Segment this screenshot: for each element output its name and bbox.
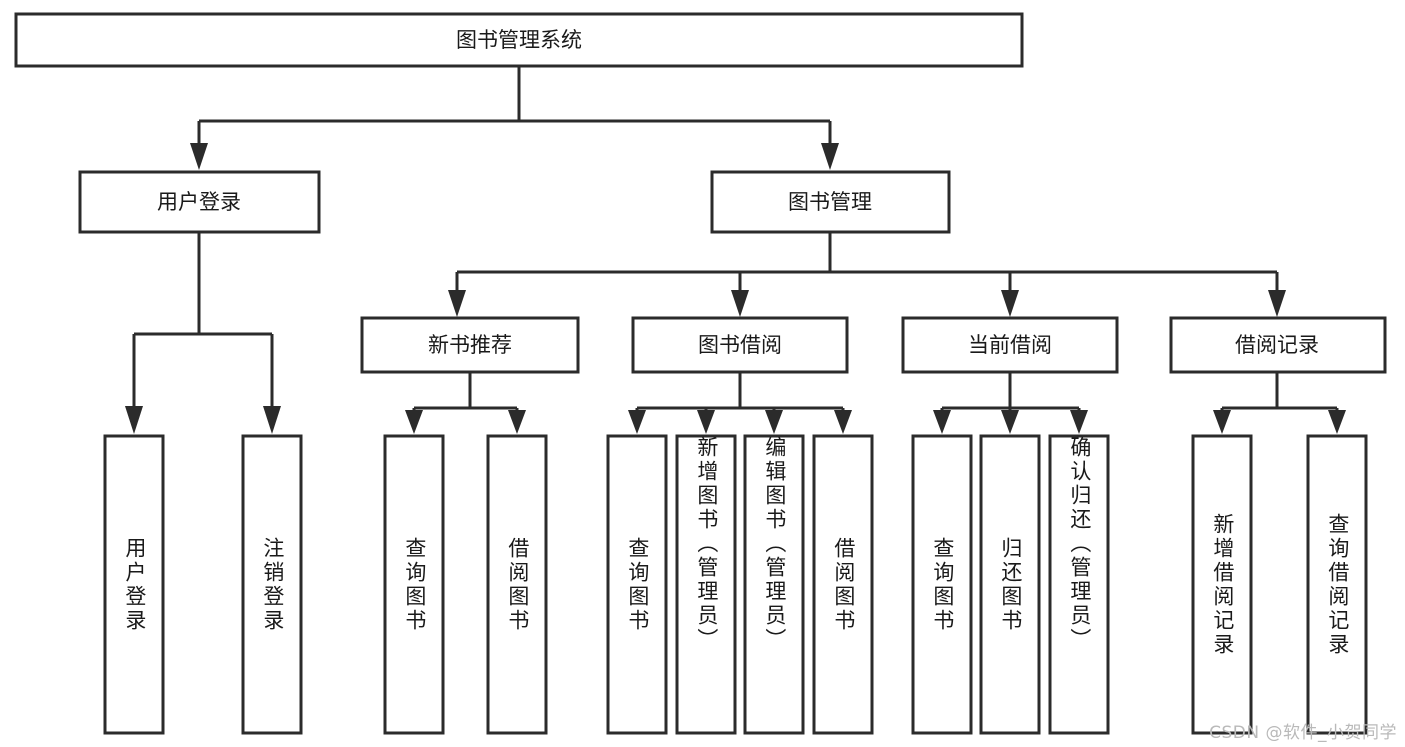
arrow-head-book-borrow bbox=[731, 290, 749, 317]
node-borrow-record-label: 借阅记录 bbox=[1235, 333, 1319, 357]
node-new-book-recommend[interactable]: 新书推荐 bbox=[360, 316, 580, 374]
leaf-box-borrow-book[interactable] bbox=[812, 434, 874, 735]
node-new-book-recommend-label: 新书推荐 bbox=[428, 333, 512, 357]
node-book-manage-box[interactable] bbox=[710, 170, 951, 234]
node-root-label: 图书管理系统 bbox=[456, 28, 582, 52]
node-borrow-record-box[interactable] bbox=[1169, 316, 1387, 374]
node-new-book-recommend-box[interactable] bbox=[360, 316, 580, 374]
arrow-head-leaf-return-book bbox=[1001, 410, 1019, 434]
node-book-manage-label: 图书管理 bbox=[788, 190, 872, 214]
arrow-head-leaf-add-record bbox=[1213, 410, 1231, 434]
arrow-head-leaf-add-book bbox=[697, 410, 715, 434]
arrow-head-current-borrow bbox=[1001, 290, 1019, 317]
node-user-login[interactable]: 用户登录 bbox=[78, 170, 321, 234]
leaf-box-logout[interactable] bbox=[241, 434, 303, 735]
node-root-box[interactable] bbox=[14, 12, 1024, 68]
arrow-head-new-book bbox=[448, 290, 466, 317]
node-book-borrow[interactable]: 图书借阅 bbox=[631, 316, 849, 374]
leaf-box-borrow-book-recommend[interactable] bbox=[486, 434, 548, 735]
leaf-box-group bbox=[103, 434, 1368, 735]
arrow-head-leaf-query-record bbox=[1328, 410, 1346, 434]
node-book-borrow-label: 图书借阅 bbox=[698, 333, 782, 357]
node-user-login-box[interactable] bbox=[78, 170, 321, 234]
node-current-borrow-label: 当前借阅 bbox=[968, 333, 1052, 357]
connector-group bbox=[125, 66, 1346, 434]
arrow-head-leaf-borrow-book-1 bbox=[508, 410, 526, 434]
leaf-box-query-borrow-record[interactable] bbox=[1306, 434, 1368, 735]
leaf-box-edit-book[interactable] bbox=[743, 434, 805, 735]
node-book-manage[interactable]: 图书管理 bbox=[710, 170, 951, 234]
node-borrow-record[interactable]: 借阅记录 bbox=[1169, 316, 1387, 374]
node-book-borrow-box[interactable] bbox=[631, 316, 849, 374]
arrow-head-leaf-user-login bbox=[125, 406, 143, 434]
leaf-box-query-book-current[interactable] bbox=[911, 434, 973, 735]
leaf-box-query-book-borrow[interactable] bbox=[606, 434, 668, 735]
leaf-box-add-book[interactable] bbox=[675, 434, 737, 735]
node-current-borrow[interactable]: 当前借阅 bbox=[901, 316, 1119, 374]
arrow-head-leaf-query-book-2 bbox=[628, 410, 646, 434]
arrow-head-leaf-borrow-book-2 bbox=[834, 410, 852, 434]
leaf-box-add-borrow-record[interactable] bbox=[1191, 434, 1253, 735]
arrow-head-borrow-record bbox=[1268, 290, 1286, 317]
arrow-head-leaf-edit-book bbox=[765, 410, 783, 434]
leaf-box-return-book[interactable] bbox=[979, 434, 1041, 735]
arrow-head-leaf-confirm-return bbox=[1070, 410, 1088, 434]
arrow-head-leaf-query-book-3 bbox=[933, 410, 951, 434]
node-user-login-label: 用户登录 bbox=[157, 190, 241, 214]
leaf-box-query-book-recommend[interactable] bbox=[383, 434, 445, 735]
arrow-head-leaf-logout bbox=[263, 406, 281, 434]
leaf-box-confirm-return[interactable] bbox=[1048, 434, 1110, 735]
leaf-box-user-login[interactable] bbox=[103, 434, 165, 735]
arrow-head-book-manage bbox=[821, 143, 839, 170]
csdn-watermark: CSDN @软件_小贺同学 bbox=[1209, 723, 1397, 743]
node-current-borrow-box[interactable] bbox=[901, 316, 1119, 374]
node-root-system[interactable]: 图书管理系统 bbox=[14, 12, 1024, 68]
arrow-head-user-login bbox=[190, 143, 208, 170]
arrow-head-leaf-query-book-1 bbox=[405, 410, 423, 434]
